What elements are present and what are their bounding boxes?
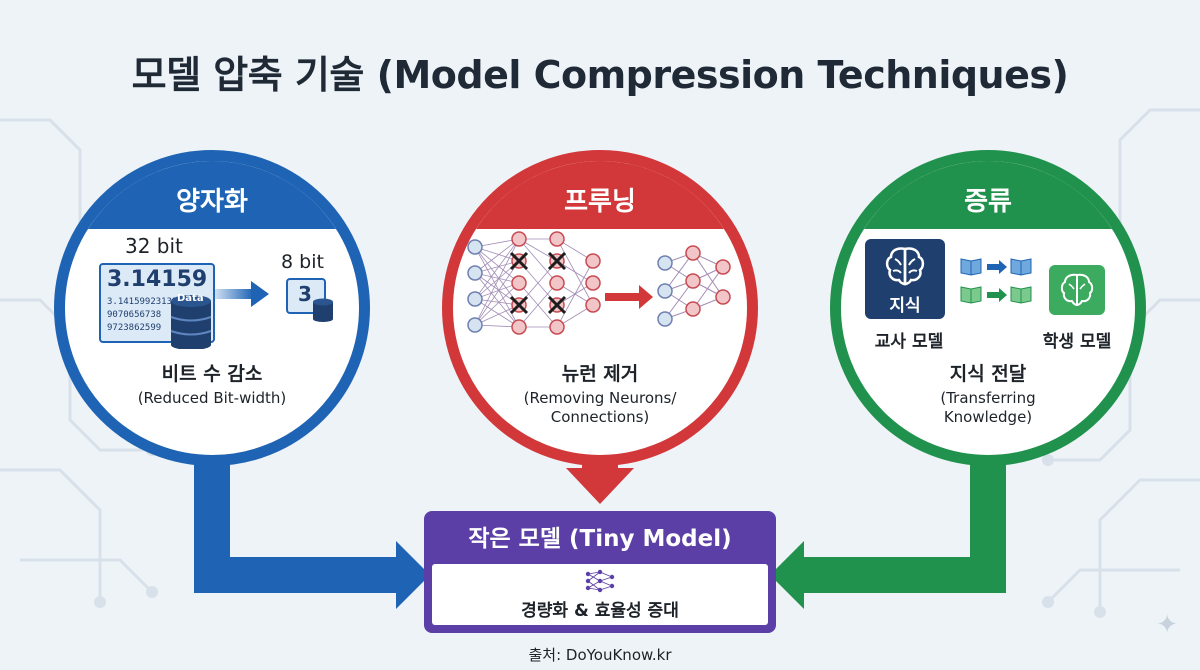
distillation-caption-ko: 지식 전달 xyxy=(949,363,1027,385)
small-database-icon xyxy=(313,298,333,322)
distillation-heading: 증류 xyxy=(841,161,1135,229)
quantization-caption-en: (Reduced Bit-width) xyxy=(137,389,287,407)
quantization-circle: 양자화 32 bit 3.14159 3.141599231330 907065… xyxy=(54,150,370,466)
pruning-circle: 프루닝 xyxy=(442,150,758,466)
pruning-caption-en-line: (Removing Neurons/ xyxy=(523,389,677,407)
distillation-circle: 증류 지식 교사 모델 학생 모델 지식 전달 (Transferring Kn… xyxy=(830,150,1146,466)
student-model-label: 학생 모델 xyxy=(1042,332,1112,352)
pruning-caption-en-line: Connections) xyxy=(550,408,650,426)
prune-cross-icon xyxy=(509,251,567,315)
distillation-caption-en-line: (Transferring xyxy=(940,389,1036,407)
tiny-model-panel: 경량화 & 효율성 증대 xyxy=(432,564,768,625)
quantization-caption-ko: 비트 수 감소 xyxy=(161,363,263,385)
pruning-heading: 프루닝 xyxy=(453,161,747,229)
database-label: Data xyxy=(177,293,204,304)
bits-after-label: 8 bit xyxy=(281,251,324,273)
sparkle-icon: ✦ xyxy=(1156,610,1178,640)
tiny-model-box: 작은 모델 (Tiny Model) 경량화 & 효율성 증대 xyxy=(424,511,776,633)
distillation-caption-en-line: Knowledge) xyxy=(943,408,1033,426)
float-digits-row: 9723862599 xyxy=(107,323,162,333)
bits-before-label: 32 bit xyxy=(125,234,183,258)
red-arrowhead xyxy=(566,468,634,504)
blue-arrowhead xyxy=(396,541,430,609)
tiny-model-title: 작은 모델 (Tiny Model) xyxy=(468,526,732,552)
pruning-caption-ko: 뉴런 제거 xyxy=(561,363,639,385)
page-title: 모델 압축 기술 (Model Compression Techniques) xyxy=(131,53,1069,97)
float-digits-row: 9070656738 xyxy=(107,310,162,320)
float-digits-row: 3.141599231330 xyxy=(107,297,183,307)
arrow-right-icon xyxy=(215,281,269,307)
database-icon xyxy=(170,295,212,349)
quantization-heading: 양자화 xyxy=(65,161,359,229)
green-arrowhead xyxy=(770,541,804,609)
knowledge-transfer-icon xyxy=(960,258,1032,304)
arrow-right-icon xyxy=(605,285,653,309)
teacher-model-label: 교사 모델 xyxy=(874,332,944,352)
int-value-card: 3 xyxy=(286,278,326,314)
teacher-model-card: 지식 xyxy=(865,239,945,319)
source-credit: 출처: DoYouKnow.kr xyxy=(528,646,672,664)
small-network-icon xyxy=(585,569,615,593)
brain-icon xyxy=(885,247,925,286)
tiny-model-subtitle: 경량화 & 효율성 증대 xyxy=(521,601,679,621)
float-value: 3.14159 xyxy=(107,267,208,292)
student-model-card xyxy=(1049,265,1105,315)
book-icon xyxy=(960,258,982,276)
brain-icon xyxy=(1060,273,1094,307)
neural-network-pruning-icon xyxy=(467,231,731,335)
teacher-badge: 지식 xyxy=(889,296,921,316)
int-value: 3 xyxy=(298,282,312,306)
